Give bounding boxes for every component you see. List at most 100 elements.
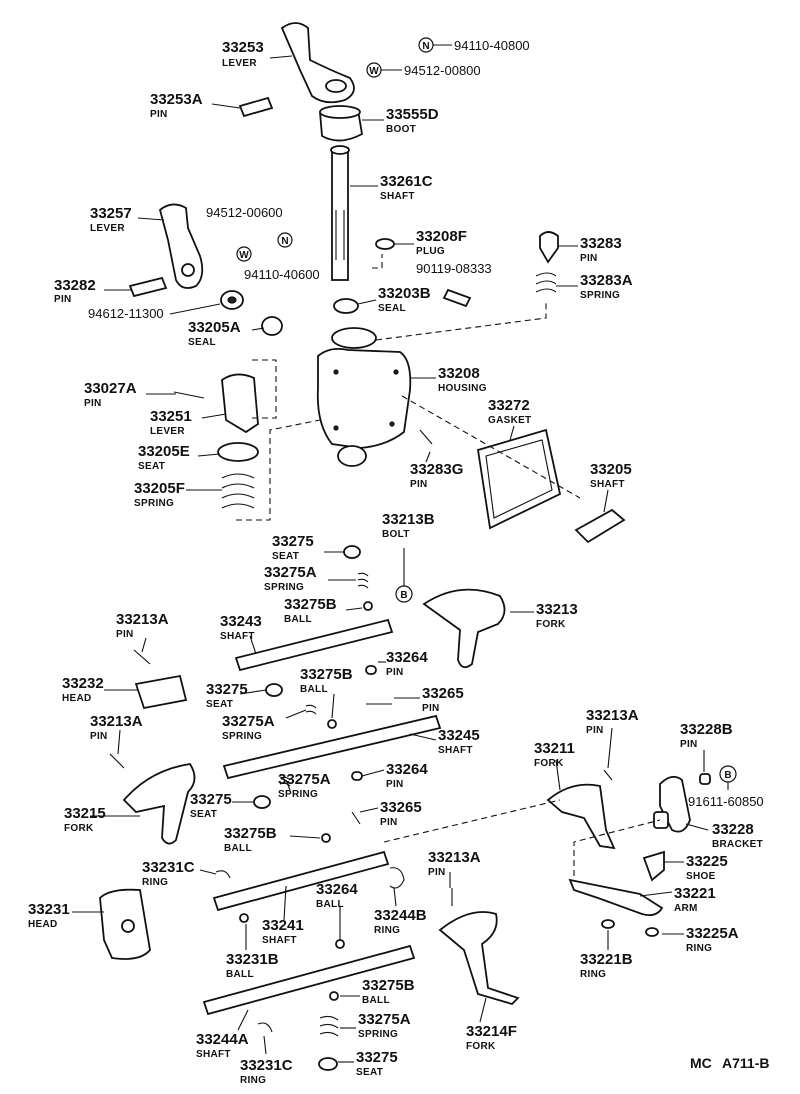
part-drawings <box>99 22 711 1071</box>
std-part-s5[interactable]: 90119-08333 <box>416 261 492 276</box>
std-part-number: 91611-60850 <box>688 794 764 809</box>
std-part-s4[interactable]: N 94110-40600 <box>244 232 320 282</box>
standard-parts: N 94110-40800 W 94512-00800 94512-00600 … <box>88 37 764 809</box>
std-part-s2[interactable]: W 94512-00800 <box>366 62 481 78</box>
svg-text:33221B: 33221B <box>580 951 633 968</box>
svg-text:33275A: 33275A <box>222 713 275 730</box>
svg-text:33213A: 33213A <box>90 713 143 730</box>
w-symbol-icon <box>236 246 252 262</box>
svg-text:SPRING: SPRING <box>278 789 318 800</box>
svg-text:33555D: 33555D <box>386 106 439 123</box>
std-part-s3[interactable]: 94512-00600 W <box>206 205 283 262</box>
svg-text:PIN: PIN <box>410 479 428 490</box>
svg-text:33213A: 33213A <box>116 611 169 628</box>
svg-text:33228B: 33228B <box>680 721 733 738</box>
svg-text:BOLT: BOLT <box>382 529 410 540</box>
std-part-s1[interactable]: N 94110-40800 <box>418 37 530 53</box>
svg-text:SPRING: SPRING <box>222 731 262 742</box>
svg-text:PIN: PIN <box>386 667 404 678</box>
svg-text:BRACKET: BRACKET <box>712 839 763 850</box>
footer-label: MC <box>690 1055 712 1071</box>
svg-text:33214F: 33214F <box>466 1023 517 1040</box>
svg-text:33231: 33231 <box>28 901 70 918</box>
svg-text:SHAFT: SHAFT <box>438 745 473 756</box>
std-part-s7[interactable]: B 91611-60850 <box>688 765 764 809</box>
std-part-s6[interactable]: 94612-11300 <box>88 303 221 321</box>
svg-text:33264: 33264 <box>386 649 428 666</box>
svg-text:RING: RING <box>580 969 606 980</box>
svg-text:PIN: PIN <box>428 867 446 878</box>
svg-text:33275A: 33275A <box>358 1011 411 1028</box>
svg-text:FORK: FORK <box>64 823 94 834</box>
svg-text:33205: 33205 <box>590 461 632 478</box>
svg-text:33205A: 33205A <box>188 319 241 336</box>
svg-text:33261C: 33261C <box>380 173 433 190</box>
svg-text:33231C: 33231C <box>142 859 195 876</box>
svg-text:BALL: BALL <box>224 843 252 854</box>
b-symbol-icon: B <box>400 590 407 601</box>
